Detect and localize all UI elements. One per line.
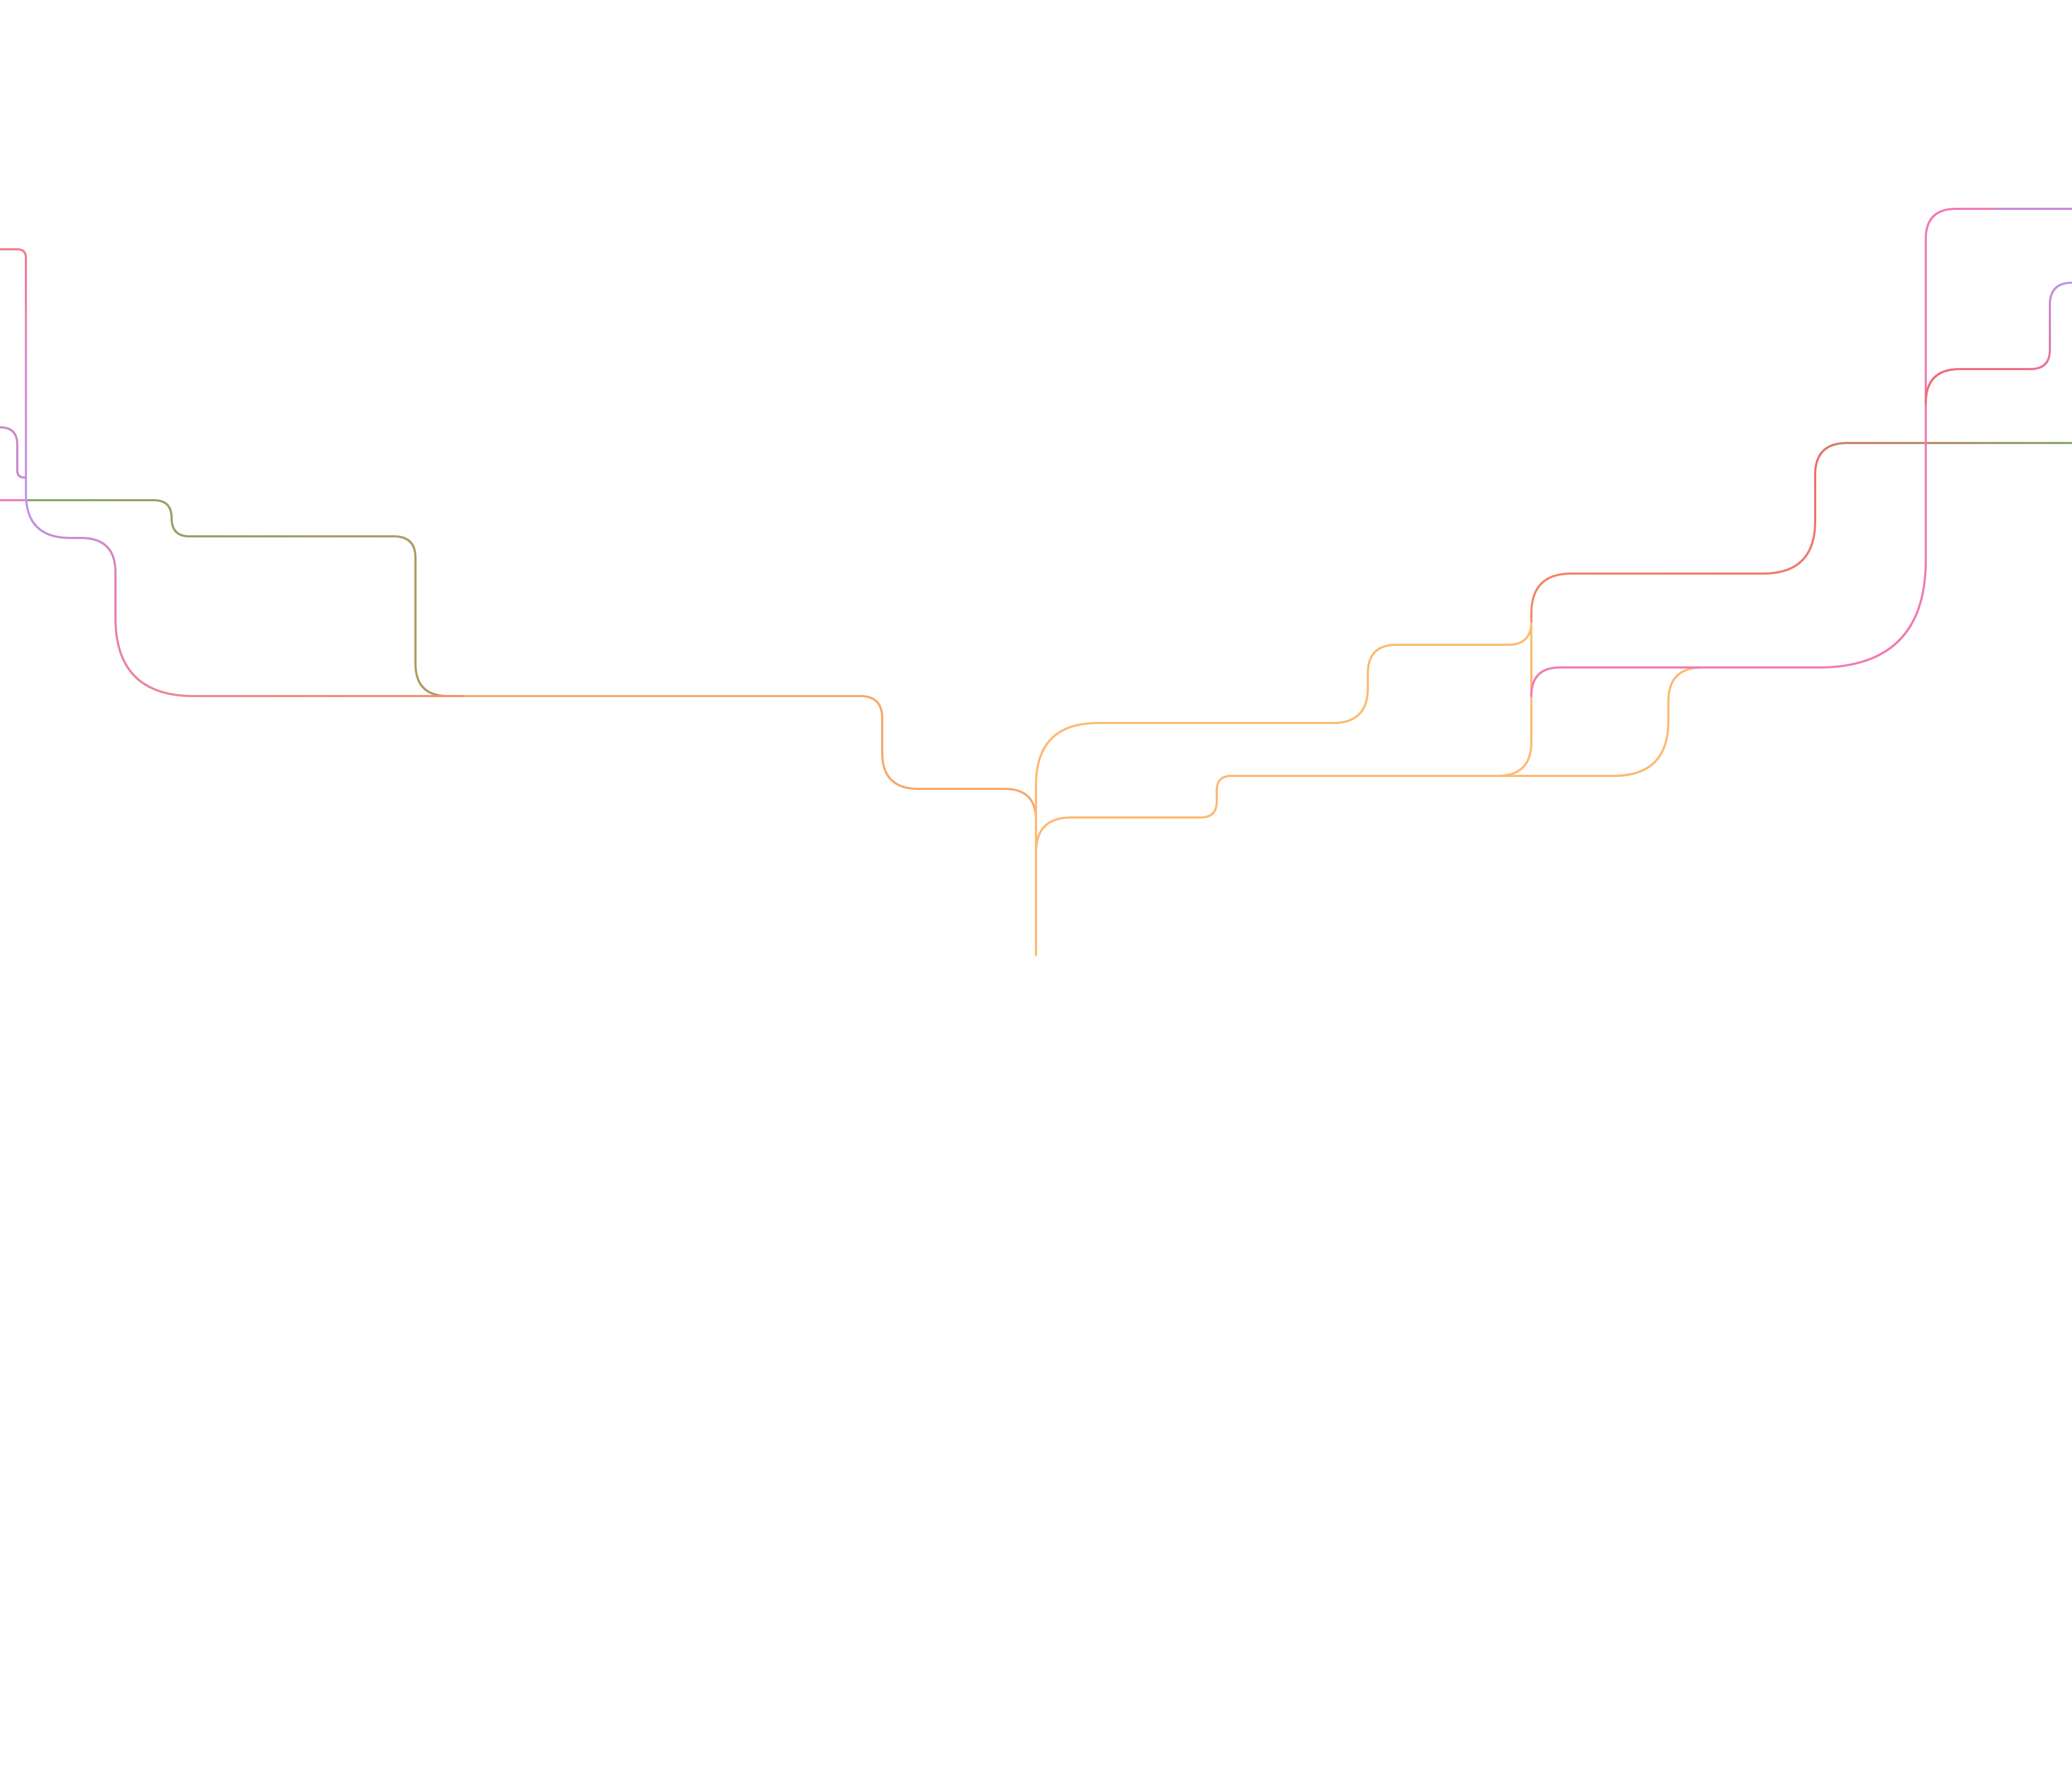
left-main-trunk-line xyxy=(463,695,1037,821)
left-hook-line xyxy=(0,426,25,479)
trunk-lower-branch-line xyxy=(1035,621,1532,854)
upper-right-orange-line xyxy=(1530,442,2072,623)
mid-right-pink-line xyxy=(1530,208,2072,697)
trunk-upper-branch-line xyxy=(1035,621,1532,821)
green-olive-branch-line xyxy=(25,499,469,697)
far-right-purple-red-line xyxy=(1925,282,2072,404)
lower-right-horizontal-line xyxy=(1496,666,1761,777)
top-left-branch-line xyxy=(0,248,27,495)
left-loop-branch-line xyxy=(25,493,465,697)
